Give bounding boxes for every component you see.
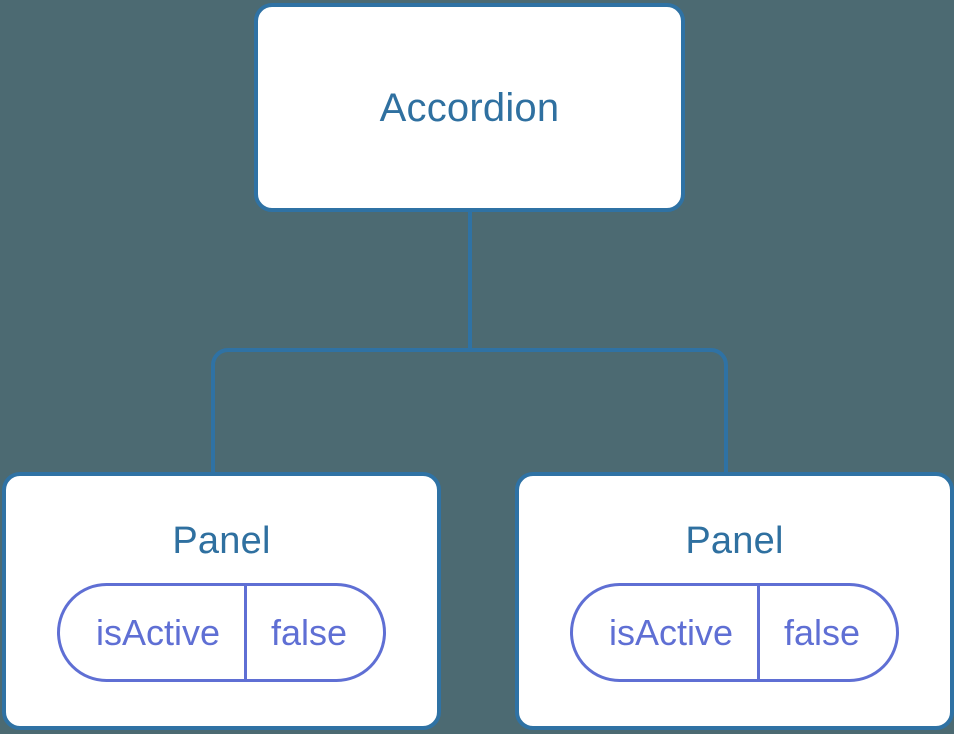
prop-key-left-isactive: isActive [95,611,220,653]
prop-key-right-isactive: isActive [608,611,733,653]
prop-pill-right[interactable]: isActive false [569,583,900,682]
node-panel-left-title: Panel [172,520,271,562]
node-panel-left[interactable]: Panel isActive false [2,472,441,730]
node-panel-right-title: Panel [685,520,784,562]
node-accordion[interactable]: Accordion [254,3,685,212]
prop-value-left-isactive: false [243,586,383,679]
node-panel-right[interactable]: Panel isActive false [515,472,954,730]
prop-value-right-isactive: false [756,586,896,679]
node-accordion-title: Accordion [379,85,560,130]
connector-branch-left [211,348,470,474]
connector-branch-right [470,348,728,474]
prop-pill-left[interactable]: isActive false [56,583,387,682]
